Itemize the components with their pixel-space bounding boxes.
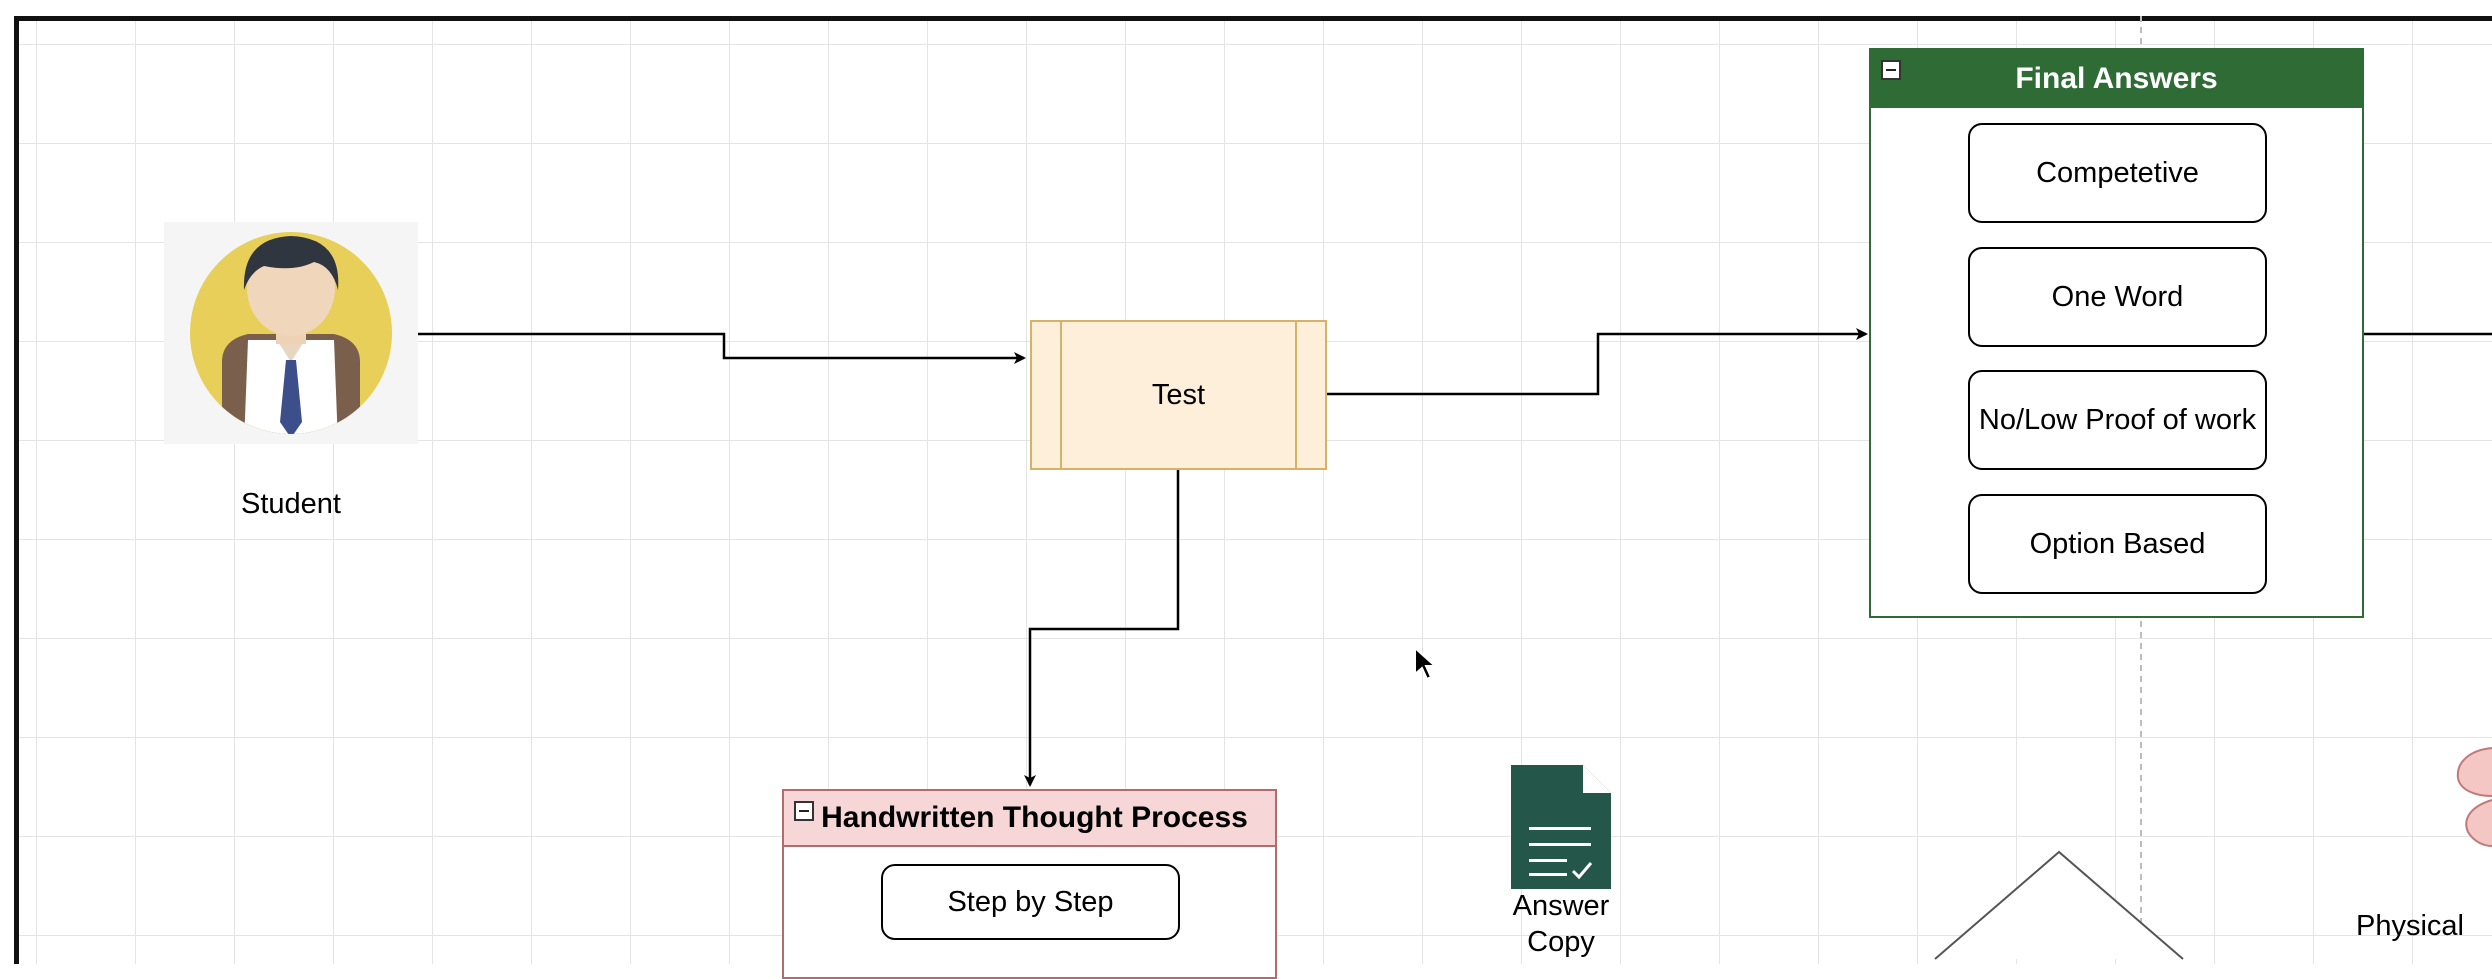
- mouse-cursor-icon: [1413, 646, 1439, 682]
- handwritten-container[interactable]: Handwritten Thought Process Step by Step: [782, 789, 1277, 979]
- handwritten-title: Handwritten Thought Process: [821, 801, 1248, 835]
- final-answers-collapse-button[interactable]: [1881, 60, 1901, 80]
- test-label: Test: [1032, 322, 1325, 468]
- physical-label: Physical: [2356, 910, 2492, 943]
- student-label: Student: [164, 488, 418, 521]
- edge-test-to-final-answers[interactable]: [1327, 334, 1866, 394]
- final-answers-item[interactable]: No/Low Proof of work: [1968, 370, 2267, 470]
- document-check-icon: [1511, 765, 1611, 889]
- final-answers-item[interactable]: Competetive: [1968, 123, 2267, 223]
- decision-diamond-shape[interactable]: [1935, 852, 2183, 959]
- handwritten-item[interactable]: Step by Step: [881, 864, 1180, 940]
- edge-student-to-test[interactable]: [418, 334, 1024, 358]
- answer-copy-label-line2: Copy: [1471, 926, 1651, 959]
- final-answers-title: Final Answers: [2015, 62, 2217, 96]
- final-answers-item[interactable]: Option Based: [1968, 494, 2267, 594]
- final-answers-header[interactable]: Final Answers: [1871, 50, 2362, 108]
- answer-copy-label-line1: Answer: [1471, 890, 1651, 923]
- final-answers-item[interactable]: One Word: [1968, 247, 2267, 347]
- handwritten-header[interactable]: Handwritten Thought Process: [784, 791, 1275, 847]
- edge-test-to-handwritten[interactable]: [1030, 470, 1178, 785]
- test-node[interactable]: Test: [1030, 320, 1327, 470]
- student-node[interactable]: [164, 222, 418, 444]
- student-avatar-icon: [164, 222, 418, 444]
- physical-cloud-shape[interactable]: [2458, 748, 2492, 846]
- answer-copy-node[interactable]: [1511, 765, 1611, 889]
- final-answers-container[interactable]: Final Answers Competetive One Word No/Lo…: [1869, 48, 2364, 618]
- handwritten-collapse-button[interactable]: [794, 801, 814, 821]
